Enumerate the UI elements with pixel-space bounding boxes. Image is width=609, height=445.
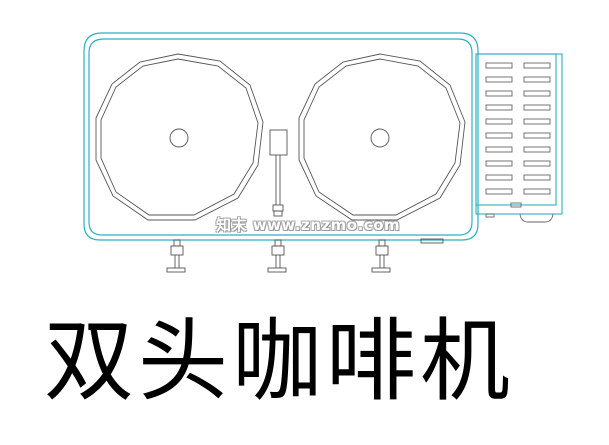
- drawing-title: 双头咖啡机: [44, 309, 514, 414]
- right-drum: [298, 53, 466, 221]
- foot-left: [166, 239, 186, 273]
- housing: [83, 32, 479, 241]
- left-drum: [95, 53, 264, 221]
- foot-center: [267, 239, 287, 273]
- watermark: 知末 www.znzmo.com: [216, 216, 401, 234]
- bottom-tab: [420, 238, 444, 244]
- center-handle: [269, 129, 288, 217]
- right-drum-hub: [370, 128, 390, 148]
- feet: [166, 238, 444, 273]
- side-panel: [475, 53, 563, 223]
- left-drum-hub: [169, 128, 189, 148]
- foot-right: [371, 239, 391, 273]
- vent-grid: [485, 62, 554, 223]
